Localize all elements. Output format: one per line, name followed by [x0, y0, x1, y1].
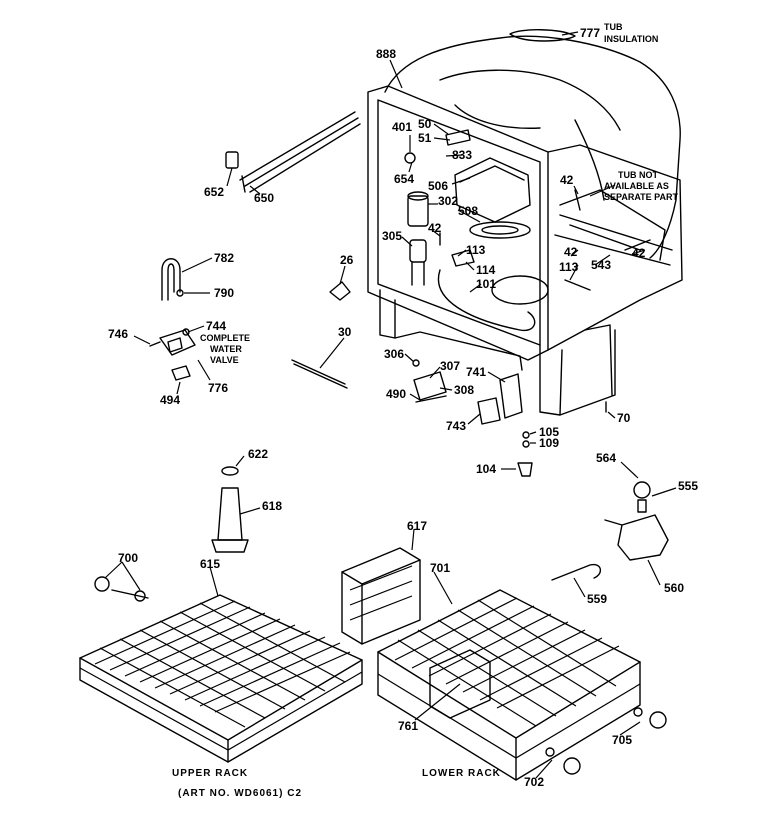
label-508: 508 [458, 204, 478, 218]
note-valve-3: VALVE [210, 355, 239, 365]
label-776: 776 [208, 381, 228, 395]
label-782: 782 [214, 251, 234, 265]
spray-tower-618 [211, 466, 249, 553]
label-42-center: 42 [428, 221, 442, 235]
label-833: 833 [452, 148, 472, 162]
label-307: 307 [440, 359, 460, 373]
label-741: 741 [466, 365, 486, 379]
clip-490 [415, 395, 447, 403]
label-700: 700 [118, 551, 138, 565]
leader-lines [104, 31, 677, 779]
upper-rack-615 [79, 594, 363, 763]
fill-tube-782 [161, 258, 181, 301]
label-109: 109 [539, 436, 559, 450]
label-615: 615 [200, 557, 220, 571]
note-tub-insulation-2: INSULATION [604, 34, 658, 44]
caption-art-number: (ART NO. WD6061) C2 [178, 788, 302, 799]
label-652: 652 [204, 185, 224, 199]
label-617: 617 [407, 519, 427, 533]
caption-upper-rack: UPPER RACK [172, 768, 248, 779]
caption-lower-rack: LOWER RACK [422, 768, 501, 779]
label-701: 701 [430, 561, 450, 575]
label-761: 761 [398, 719, 418, 733]
bracket-26 [329, 281, 351, 301]
part-labels: 777 888 50 51 401 833 654 506 302 508 42… [108, 26, 698, 789]
label-618: 618 [262, 499, 282, 513]
note-tub-not-2: AVAILABLE AS [604, 181, 669, 191]
label-302: 302 [438, 194, 458, 208]
label-622: 622 [248, 447, 268, 461]
label-705: 705 [612, 733, 632, 747]
label-42-top: 42 [560, 173, 574, 187]
label-51: 51 [418, 131, 432, 145]
wheel-702 [545, 747, 581, 775]
label-42-mid: 42 [564, 245, 578, 259]
pump-560 [604, 481, 669, 561]
label-306: 306 [384, 347, 404, 361]
captions: UPPER RACK LOWER RACK (ART NO. WD6061) C… [172, 768, 501, 799]
note-tub-insulation-1: TUB [604, 22, 623, 32]
washer-109 [522, 440, 530, 448]
label-743: 743 [446, 419, 466, 433]
label-888: 888 [376, 47, 396, 61]
label-401: 401 [392, 120, 412, 134]
label-744: 744 [206, 319, 226, 333]
clip-652 [225, 151, 239, 169]
label-70: 70 [617, 411, 631, 425]
hose-559 [551, 563, 601, 581]
rack-adjuster-700 [94, 576, 149, 602]
bracket-307 [413, 371, 447, 401]
label-777: 777 [580, 26, 600, 40]
label-746: 746 [108, 327, 128, 341]
washer-105 [522, 431, 530, 439]
nut-104 [517, 462, 533, 477]
notes: TUB INSULATION TUB NOT AVAILABLE AS SEPA… [200, 22, 679, 365]
note-valve-1: COMPLETE [200, 333, 250, 343]
tub-assembly [367, 29, 683, 416]
label-654: 654 [394, 172, 414, 186]
label-101: 101 [476, 277, 496, 291]
label-559: 559 [587, 592, 607, 606]
wheel-705 [633, 707, 667, 729]
label-560: 560 [664, 581, 684, 595]
label-50: 50 [418, 117, 432, 131]
label-114: 114 [476, 263, 496, 277]
lower-rack-701 [377, 589, 641, 781]
label-113-center: 113 [466, 243, 486, 257]
label-543: 543 [591, 258, 611, 272]
label-555: 555 [678, 479, 698, 493]
label-305: 305 [382, 229, 402, 243]
bracket-741 [499, 373, 523, 419]
note-tub-not-1: TUB NOT [618, 170, 658, 180]
silverware-basket-617 [341, 547, 421, 645]
water-valve-744 [149, 328, 196, 356]
label-42-right: 42 [632, 246, 646, 260]
label-113-right: 113 [559, 260, 579, 274]
door-gasket-650 [239, 111, 361, 193]
rod-30 [291, 359, 346, 385]
note-valve-2: WATER [210, 344, 242, 354]
label-790: 790 [214, 286, 234, 300]
screw-306 [412, 359, 420, 367]
label-105: 105 [539, 425, 559, 439]
label-26: 26 [340, 253, 354, 267]
note-tub-not-3: SEPARATE PART [604, 192, 679, 202]
label-490: 490 [386, 387, 406, 401]
relay-743 [477, 397, 501, 425]
label-564: 564 [596, 451, 616, 465]
label-494: 494 [160, 393, 180, 407]
label-30: 30 [338, 325, 352, 339]
bracket-494 [171, 365, 191, 381]
label-104: 104 [476, 462, 496, 476]
label-506: 506 [428, 179, 448, 193]
label-308: 308 [454, 383, 474, 397]
label-650: 650 [254, 191, 274, 205]
label-702: 702 [524, 775, 544, 789]
clamp-790 [176, 289, 184, 297]
